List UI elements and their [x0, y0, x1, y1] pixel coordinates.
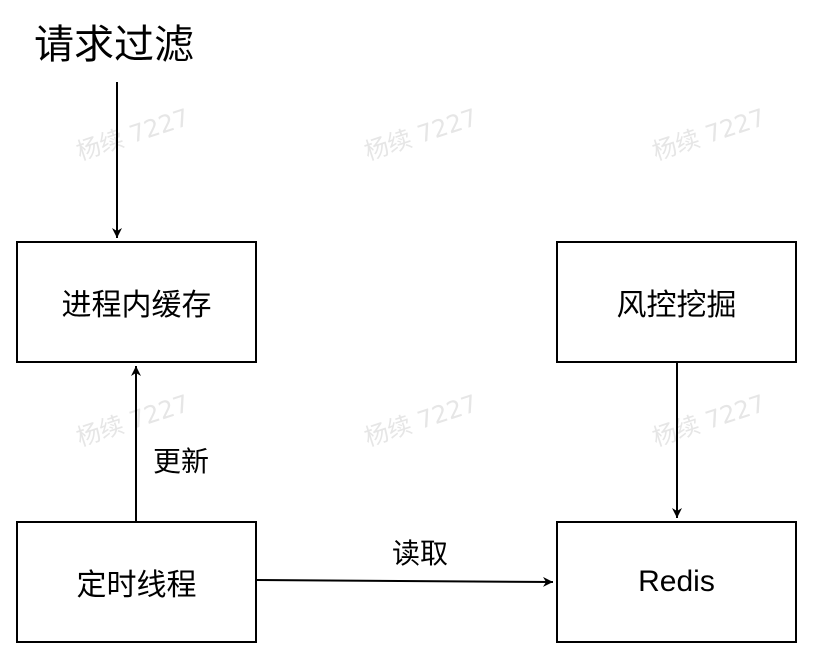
read-arrow	[256, 576, 554, 587]
in-process-cache-node: 进程内缓存	[16, 241, 257, 363]
risk-mining-label: 风控挖掘	[616, 288, 737, 323]
read-edge-label: 读取	[392, 537, 449, 570]
redis-node: Redis	[556, 521, 797, 643]
timer-thread-label: 定时线程	[76, 568, 197, 603]
timer-thread-node: 定时线程	[16, 521, 257, 643]
request-filter-label: 请求过滤	[34, 22, 194, 68]
redis-label: Redis	[638, 565, 715, 598]
in-process-cache-label: 进程内缓存	[61, 288, 212, 323]
risk-mining-node: 风控挖掘	[556, 241, 797, 363]
update-edge-label: 更新	[153, 445, 210, 478]
